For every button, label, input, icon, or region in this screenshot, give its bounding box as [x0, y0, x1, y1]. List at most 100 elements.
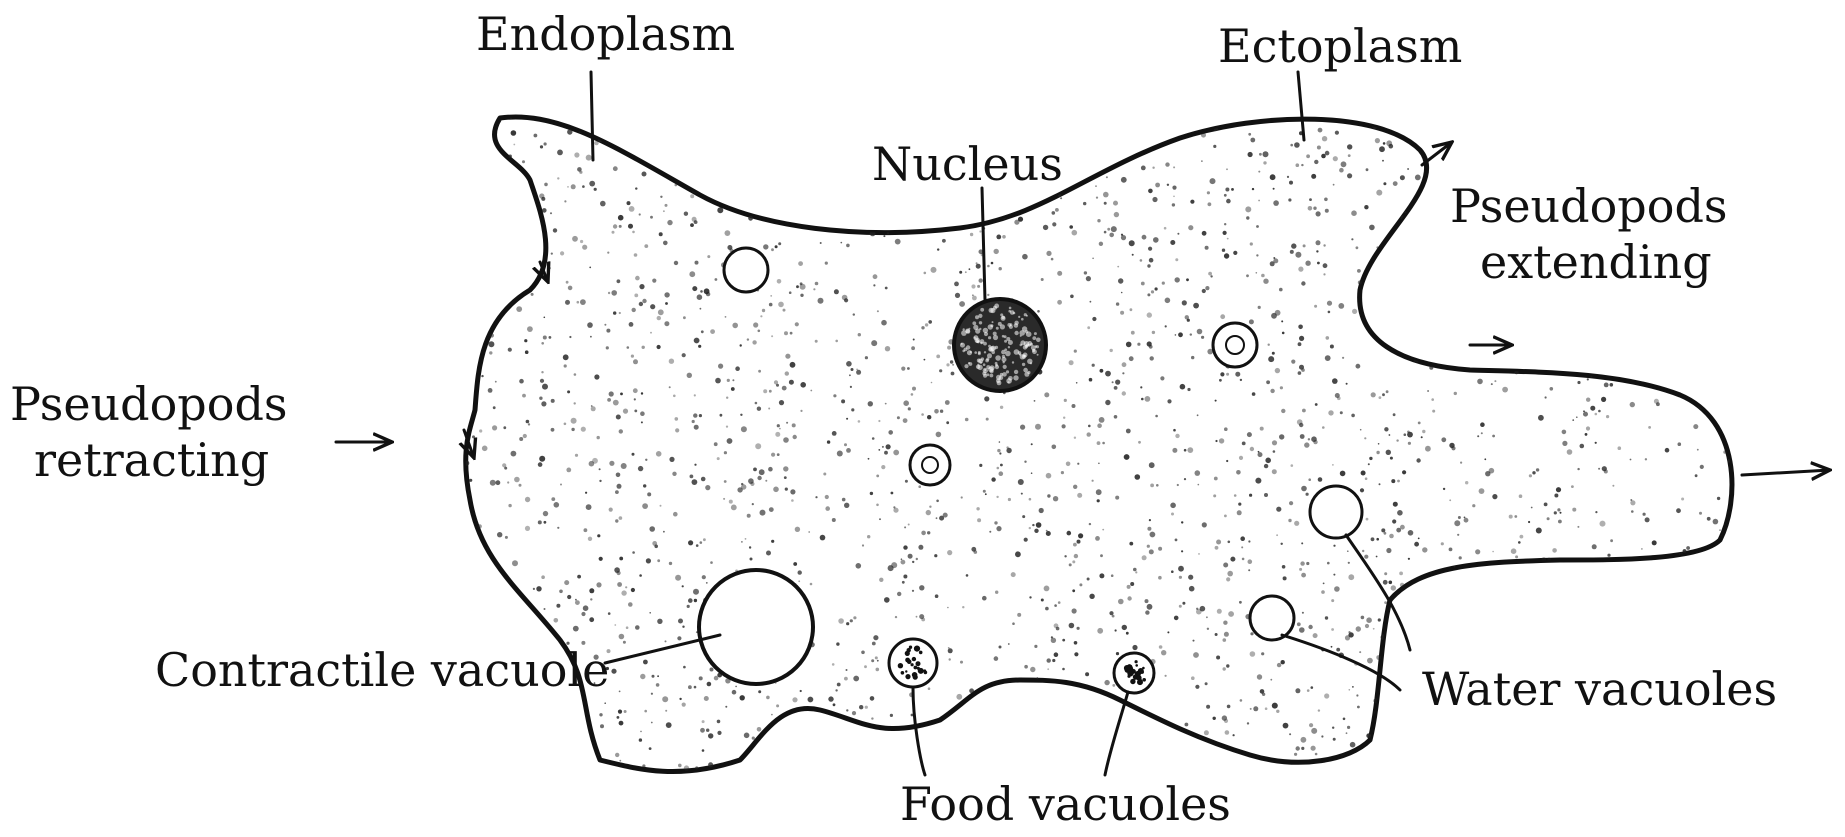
granule: [1322, 136, 1327, 141]
granule: [1711, 350, 1714, 353]
granule: [1652, 540, 1657, 545]
granule: [677, 636, 681, 640]
granule: [1654, 136, 1658, 140]
granule: [678, 764, 682, 768]
granule: [1498, 348, 1500, 350]
granule: [1208, 202, 1212, 206]
granule: [1039, 711, 1042, 714]
granule: [1374, 272, 1377, 275]
granule: [1205, 682, 1208, 685]
granule: [1180, 384, 1186, 390]
granule: [1298, 342, 1302, 346]
granule: [1197, 765, 1202, 770]
granule: [496, 753, 499, 756]
granule: [599, 468, 601, 470]
granule: [501, 626, 503, 628]
granule: [626, 773, 630, 777]
granule: [1190, 754, 1195, 759]
granule: [1520, 535, 1524, 539]
granule: [1725, 414, 1727, 416]
granule: [597, 436, 600, 439]
granule: [1451, 651, 1456, 656]
granule: [462, 544, 468, 550]
granule: [666, 109, 668, 111]
granule: [1186, 278, 1189, 281]
granule: [815, 282, 819, 286]
granule: [1173, 429, 1176, 432]
granule: [852, 128, 855, 131]
granule: [564, 580, 569, 585]
granule: [1327, 562, 1330, 565]
granule: [1248, 133, 1251, 136]
granule: [1174, 120, 1177, 123]
granule: [903, 418, 908, 423]
granule: [1441, 222, 1444, 225]
granule: [1301, 368, 1305, 372]
granule: [720, 153, 725, 158]
granule: [541, 575, 545, 579]
granule: [570, 755, 572, 757]
granule: [479, 429, 482, 432]
granule: [948, 648, 953, 653]
granule: [631, 588, 635, 592]
granule: [642, 172, 647, 177]
granule: [851, 758, 854, 761]
granule: [1467, 328, 1470, 331]
chromatin-dot: [1001, 350, 1006, 355]
granule: [1729, 103, 1734, 108]
granule: [1294, 142, 1300, 148]
granule: [1723, 130, 1726, 133]
chromatin-dot: [982, 371, 986, 375]
granule: [611, 669, 616, 674]
granule: [693, 413, 697, 417]
granule: [1415, 175, 1421, 181]
granule: [548, 705, 553, 710]
vacuole-center: [910, 445, 950, 485]
granule: [1099, 736, 1102, 739]
chromatin-dot: [1008, 381, 1010, 383]
granule: [891, 200, 893, 202]
granule: [912, 590, 914, 592]
granule: [1427, 390, 1429, 392]
granule: [554, 502, 560, 508]
granule: [543, 511, 548, 516]
granule: [877, 660, 879, 662]
granule: [1193, 652, 1199, 658]
granule: [1348, 154, 1351, 157]
granule: [1489, 613, 1493, 617]
granule: [907, 367, 910, 370]
granule: [1716, 252, 1718, 254]
granule: [1104, 680, 1109, 685]
granule: [612, 231, 615, 234]
granule: [502, 755, 507, 760]
granule: [710, 329, 715, 334]
granule: [1461, 154, 1467, 160]
granule: [1149, 141, 1152, 144]
granule: [1703, 333, 1705, 335]
granule: [902, 581, 905, 584]
granule: [1069, 692, 1075, 698]
granule: [810, 740, 815, 745]
granule: [1459, 305, 1462, 308]
granule: [639, 126, 642, 129]
granule: [1606, 124, 1609, 127]
granule: [656, 683, 660, 687]
granule: [580, 299, 586, 305]
granule: [1422, 430, 1425, 433]
granule: [903, 545, 907, 549]
granule: [1000, 697, 1004, 701]
granule: [1598, 410, 1601, 413]
granule: [1145, 599, 1149, 603]
chromatin-dot: [967, 350, 972, 355]
granule: [1676, 508, 1681, 513]
granule: [707, 157, 710, 160]
granule: [1301, 281, 1305, 285]
granule: [1704, 647, 1707, 650]
granule: [1079, 583, 1082, 586]
granule: [1554, 569, 1557, 572]
granule: [1362, 550, 1364, 552]
granule: [1247, 432, 1252, 437]
granule: [1576, 416, 1578, 418]
granule: [1361, 616, 1365, 620]
granule: [1390, 107, 1393, 110]
